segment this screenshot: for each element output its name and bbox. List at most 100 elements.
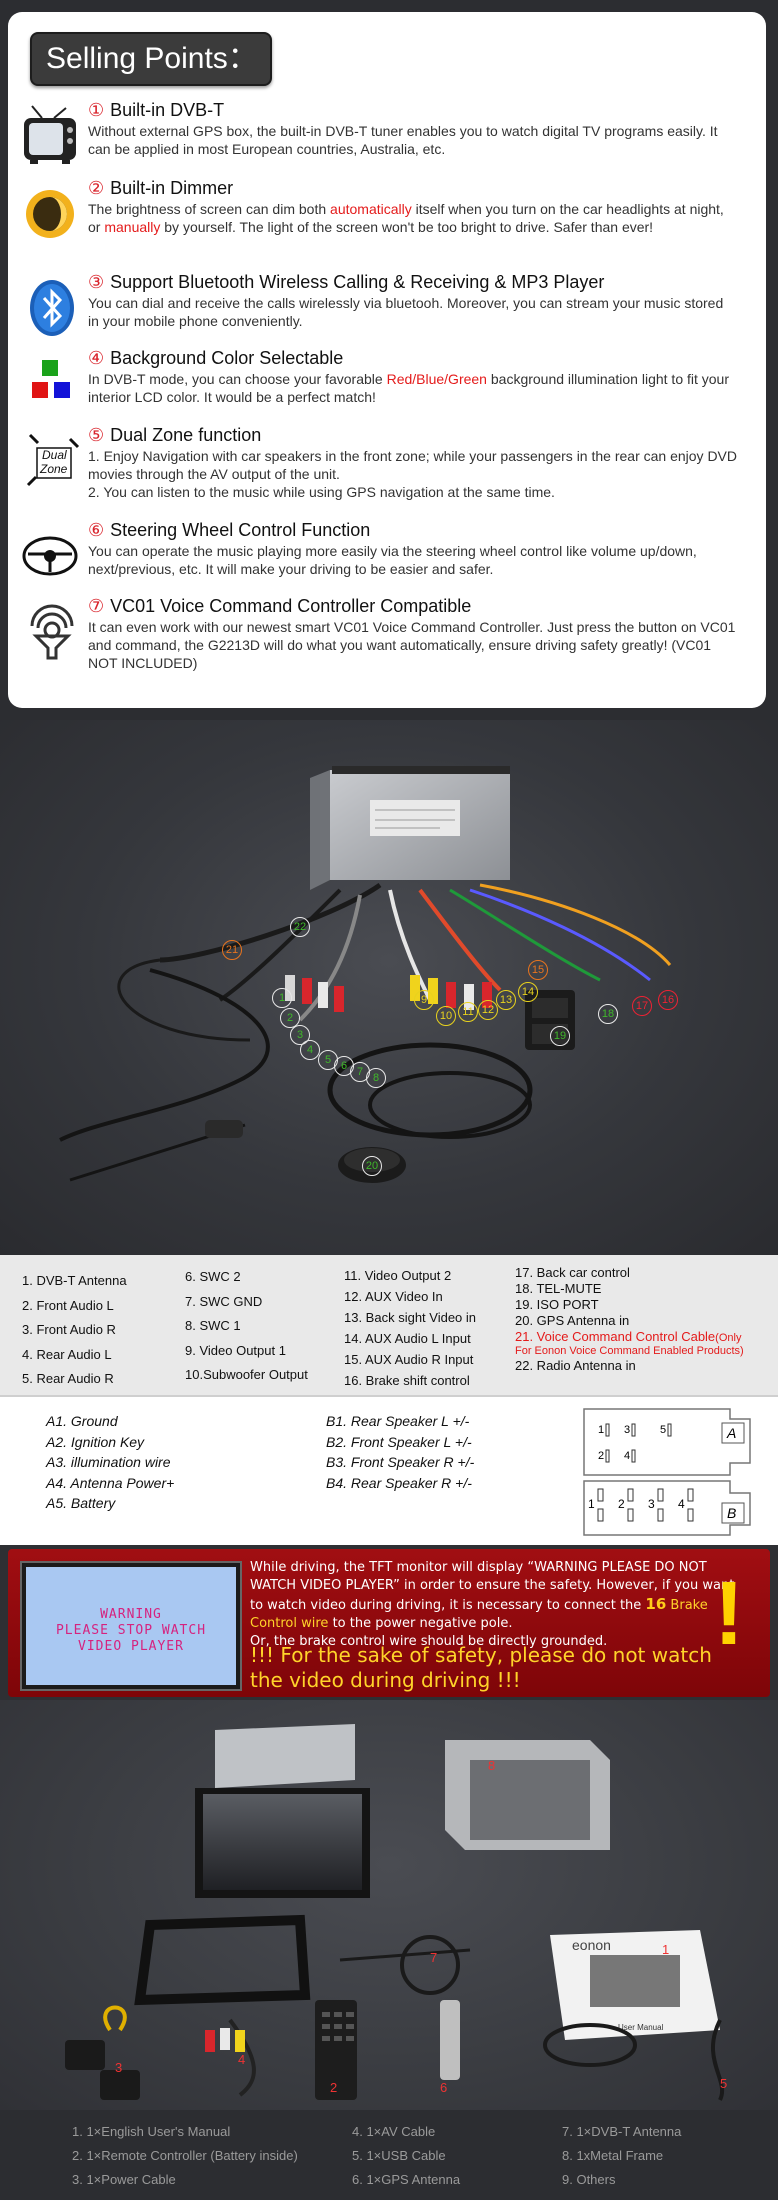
pin-item: 20. GPS Antenna in [515, 1313, 630, 1328]
accessory-column-1: 1. 1×English User's Manual 2. 1×Remote C… [72, 2120, 298, 2192]
pin-column-4: 17. Back car control 18. TEL-MUTE 19. IS… [515, 1265, 744, 1374]
iso-b-item: B4. Rear Speaker R +/- [326, 1474, 472, 1491]
pin-item: 8. SWC 1 [185, 1318, 241, 1333]
accessory-item: 4. 1×AV Cable [352, 2124, 436, 2139]
accessory-column-2: 4. 1×AV Cable 5. 1×USB Cable 6. 1×GPS An… [352, 2120, 460, 2192]
pin-item: 5. Rear Audio R [22, 1371, 114, 1386]
warning-screen-image: WARNING PLEASE STOP WATCH VIDEO PLAYER [20, 1561, 242, 1691]
warning-screen-line: WARNING [100, 1607, 162, 1622]
iso-connector-section: A1. Ground A2. Ignition Key A3. illumina… [0, 1395, 778, 1545]
pin-item-note: For Eonon Voice Command Enabled Products… [515, 1345, 744, 1357]
callout-22: 22 [290, 917, 310, 937]
iso-b-label: B [727, 1505, 736, 1521]
iso-b-pin: 4 [678, 1497, 685, 1511]
package-contents-photo: eonon User Manual 8 1 [0, 1700, 778, 2110]
point-body: It can even work with our newest smart V… [88, 619, 736, 671]
callout-3: 3 [290, 1025, 310, 1045]
accessory-item: 8. 1xMetal Frame [562, 2148, 664, 2163]
bluetooth-icon [20, 276, 84, 338]
pin-item: 7. SWC GND [185, 1293, 263, 1309]
iso-a-pin: 5 [660, 1424, 666, 1436]
accessory-item: 3. 1×Power Cable [72, 2172, 176, 2187]
iso-a-item: A5. Battery [46, 1495, 116, 1511]
wiring-photo: 21 22 1 2 3 4 5 6 7 8 9 10 11 12 13 14 1… [0, 720, 778, 1255]
accessory-item: 5. 1×USB Cable [352, 2148, 446, 2163]
accessory-item: 7. 1×DVB-T Antenna [562, 2124, 682, 2139]
iso-a-item: A4. Antenna Power+ [46, 1474, 175, 1491]
item-label: 1 [662, 1942, 670, 1957]
voice-command-icon [20, 600, 84, 662]
warning-text: While driving, the TFT monitor will disp… [250, 1560, 735, 1649]
iso-connector-diagram: A B 1 3 5 2 4 1 2 3 4 [583, 1408, 751, 1536]
iso-a-pin: 2 [598, 1450, 604, 1462]
warning-headline: !!! For the sake of safety, please do no… [250, 1643, 712, 1692]
iso-a-list: A1. Ground A2. Ignition Key A3. illumina… [46, 1411, 174, 1514]
dual-zone-label: Dual [42, 448, 67, 462]
connector-pin-list: 1. DVB-T Antenna 2. Front Audio L 3. Fro… [0, 1255, 778, 1395]
tv-icon [20, 104, 84, 166]
item-label: 4 [238, 2052, 246, 2067]
item-label: 3 [115, 2060, 123, 2075]
pin-item: 9. Video Output 1 [185, 1342, 286, 1358]
callout-2: 2 [280, 1008, 300, 1028]
manual-brand: eonon [572, 1937, 611, 1953]
callout-13: 13 [496, 990, 516, 1010]
pin-item: 10.Subwoofer Output [185, 1367, 308, 1382]
iso-a-pin: 3 [624, 1424, 630, 1436]
accessory-item: 6. 1×GPS Antenna [352, 2172, 461, 2187]
point-body: You can operate the music playing more e… [88, 543, 697, 577]
pin-item: 18. TEL-MUTE [515, 1281, 602, 1296]
pin-column-2: 6. SWC 2 7. SWC GND 8. SWC 1 9. Video Ou… [185, 1265, 308, 1388]
callout-16: 16 [658, 990, 678, 1010]
steering-wheel-icon [20, 524, 84, 586]
accessory-column-3: 7. 1×DVB-T Antenna 8. 1xMetal Frame 9. O… [562, 2120, 681, 2192]
pin-item: 11. Video Output 2 [344, 1268, 452, 1283]
iso-a-label: A [726, 1425, 736, 1441]
iso-b-item: B2. Front Speaker L +/- [326, 1433, 472, 1450]
pin-item: 22. Radio Antenna in [515, 1358, 636, 1373]
callout-11: 11 [458, 1002, 478, 1022]
pin-item: 19. ISO PORT [515, 1297, 599, 1312]
point-body: Without external GPS box, the built-in D… [88, 123, 718, 157]
callout-8: 8 [366, 1068, 386, 1088]
pin-item: 4. Rear Audio L [22, 1346, 112, 1362]
callout-4: 4 [300, 1040, 320, 1060]
iso-a-pin: 4 [624, 1450, 630, 1462]
pin-item: 17. Back car control [515, 1265, 630, 1280]
iso-a-pin: 1 [598, 1424, 604, 1436]
accessory-list: 1. 1×English User's Manual 2. 1×Remote C… [0, 2110, 778, 2200]
accessory-item: 1. 1×English User's Manual [72, 2124, 231, 2139]
dimmer-moon-icon [20, 182, 84, 244]
accessory-item: 2. 1×Remote Controller (Battery inside) [72, 2148, 298, 2163]
callout-15: 15 [528, 960, 548, 980]
item-label: 2 [330, 2080, 338, 2095]
pin-item: 14. AUX Audio L Input [344, 1331, 471, 1346]
iso-b-list: B1. Rear Speaker L +/- B2. Front Speaker… [326, 1411, 474, 1493]
warning-banner: WARNING PLEASE STOP WATCH VIDEO PLAYER W… [8, 1549, 770, 1697]
callout-18: 18 [598, 1004, 618, 1024]
pin-item: 12. AUX Video In [344, 1289, 443, 1304]
pin-column-1: 1. DVB-T Antenna 2. Front Audio L 3. Fro… [22, 1269, 127, 1392]
pin-item: 2. Front Audio L [22, 1297, 114, 1313]
iso-b-pin: 1 [588, 1497, 595, 1511]
item-label: 6 [440, 2080, 448, 2095]
pin-item: 13. Back sight Video in [344, 1310, 477, 1325]
manual-title: User Manual [618, 2023, 664, 2032]
callout-17: 17 [632, 996, 652, 1016]
exclamation-icon: ! [714, 1564, 744, 1664]
callout-21: 21 [222, 940, 242, 960]
iso-b-item: B1. Rear Speaker L +/- [326, 1413, 470, 1429]
pin-item: 21. Voice Command Control Cable(Only [515, 1329, 742, 1344]
warning-section: WARNING PLEASE STOP WATCH VIDEO PLAYER W… [0, 1545, 778, 1700]
warning-screen-line: PLEASE STOP WATCH [55, 1623, 207, 1638]
